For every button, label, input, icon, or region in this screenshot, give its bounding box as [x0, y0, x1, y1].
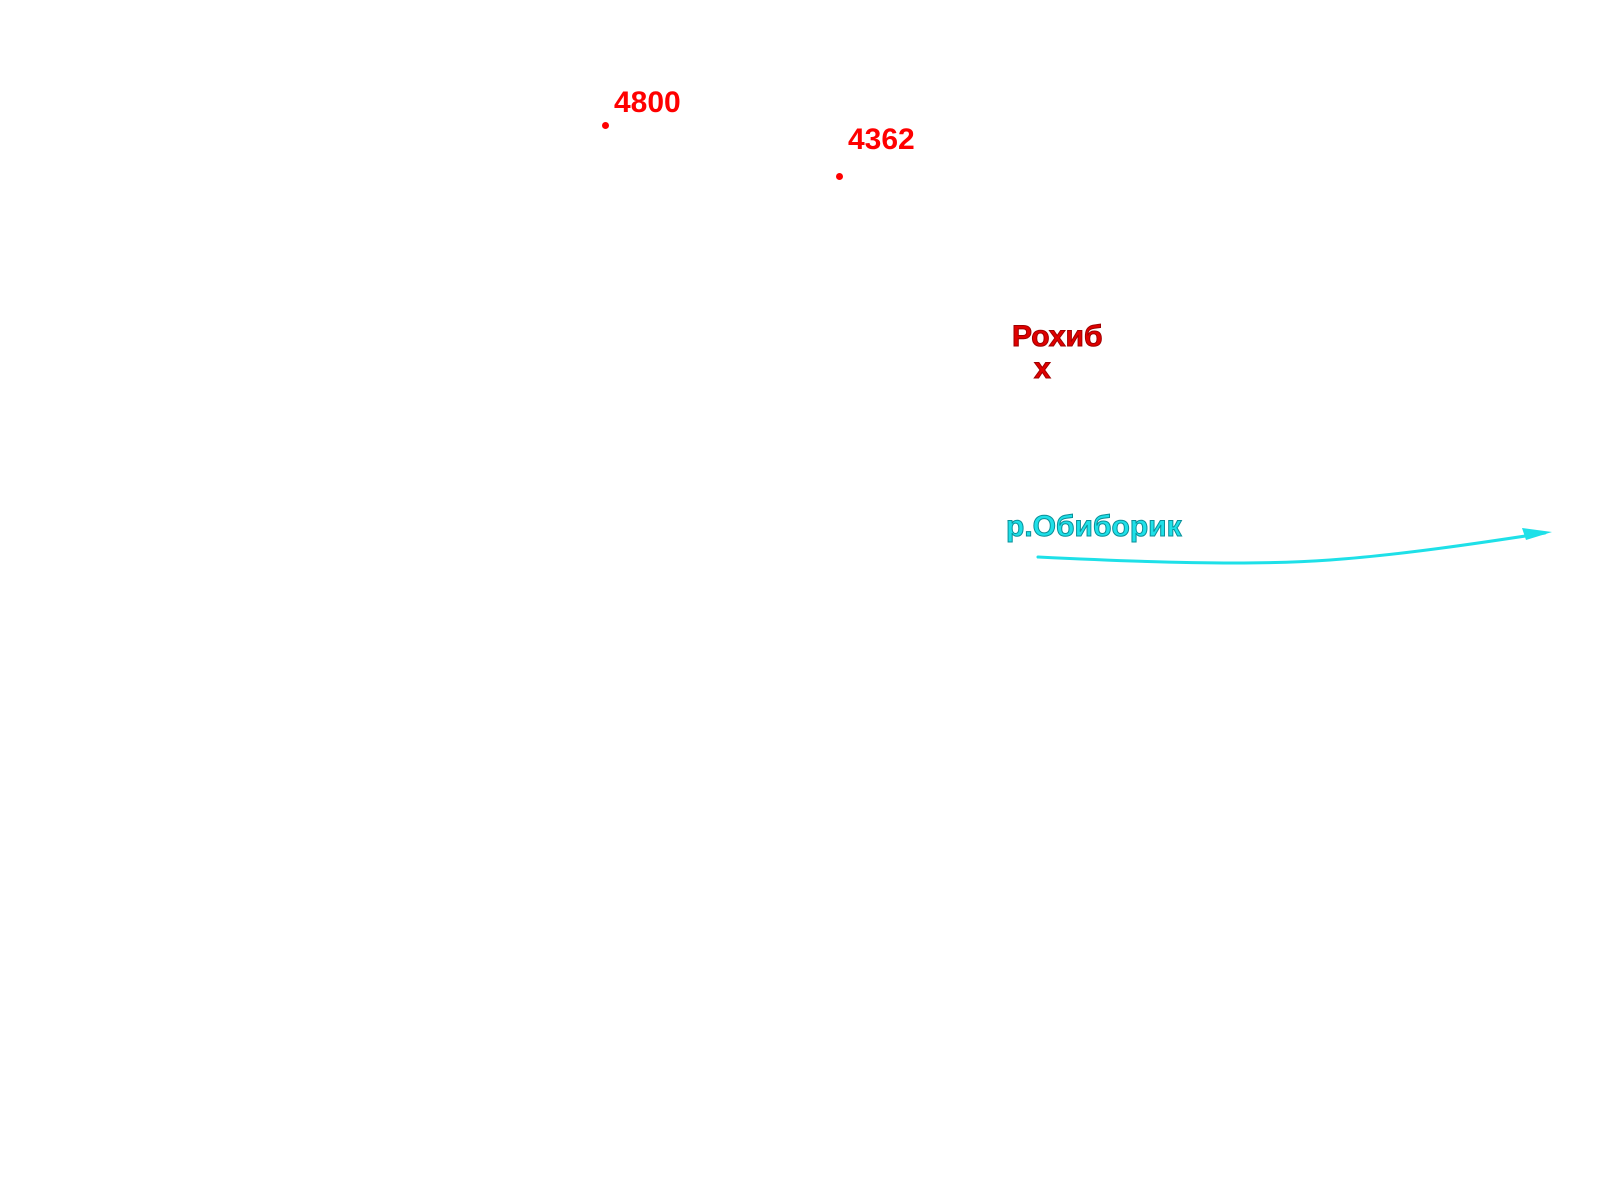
elevation-point-marker — [836, 173, 843, 180]
elevation-label: 4362 — [848, 123, 915, 156]
river-arrowhead-icon — [1522, 528, 1552, 540]
elevation-label: 4800 — [614, 86, 681, 119]
pass-marker-icon: х — [1034, 352, 1052, 385]
pass-name-label: Рохиб — [1012, 320, 1103, 353]
river-name-label: р.Обиборик — [1006, 510, 1183, 543]
elevation-point-marker — [602, 122, 609, 129]
